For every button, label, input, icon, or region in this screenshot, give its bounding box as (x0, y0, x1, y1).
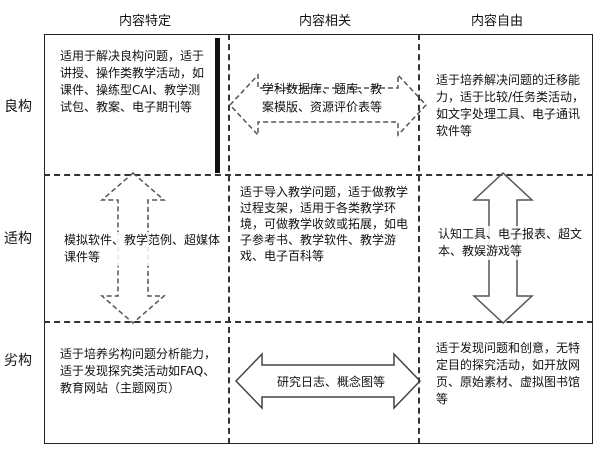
cell-ill-free: 适于发现问题和创意，无特定目的探究活动，如开放网页、原始素材、虚拟图书馆等 (436, 341, 581, 406)
double-arrow-horizontal-top (228, 73, 428, 137)
row-label-ill-structured: 劣构 (4, 353, 32, 369)
header-content-related: 内容相关 (298, 14, 351, 29)
divider-row-2 (44, 321, 593, 323)
cell-well-specific: 适用于解决良构问题，适于讲授、操作类教学活动，如课件、操练型CAI、教学测试包、… (60, 49, 205, 114)
header-content-free: 内容自由 (470, 14, 523, 29)
cell-ill-specific: 适于培养劣构问题分析能力，适于发现探究类活动如FAQ、教育网站（主题网页） (60, 347, 217, 395)
row-label-well-structured: 良构 (4, 99, 32, 115)
cell-moderate-specific: 模拟软件、教学范例、超媒体课件等 (64, 232, 222, 266)
double-arrow-vertical-left (99, 172, 167, 324)
cell-well-free: 适于培养解决问题的迁移能力，适于比较/任务类活动，如文字处理工具、电子通讯软件等 (436, 73, 585, 138)
divider-col-1 (228, 34, 230, 444)
double-arrow-horizontal-bottom (234, 352, 422, 410)
divider-col-2 (418, 34, 420, 444)
cell-well-related: 学科数据库、题库、教案模版、资源评价表等 (262, 82, 383, 114)
cell-ill-related: 研究日志、概念图等 (276, 375, 385, 389)
double-arrow-vertical-right (472, 171, 534, 325)
row-label-moderately-structured: 适构 (4, 231, 32, 247)
emphasis-bar (215, 38, 220, 173)
matrix-frame (44, 34, 593, 444)
cell-moderate-related: 适于导入教学问题，适于做教学过程支架，适用于各类教学环境，可做教学收敛或拓展，如… (240, 185, 409, 263)
header-content-specific: 内容特定 (118, 14, 171, 29)
divider-row-1 (44, 174, 593, 176)
cell-moderate-free: 认知工具、电子报表、超文本、教娱游戏等 (438, 226, 588, 260)
